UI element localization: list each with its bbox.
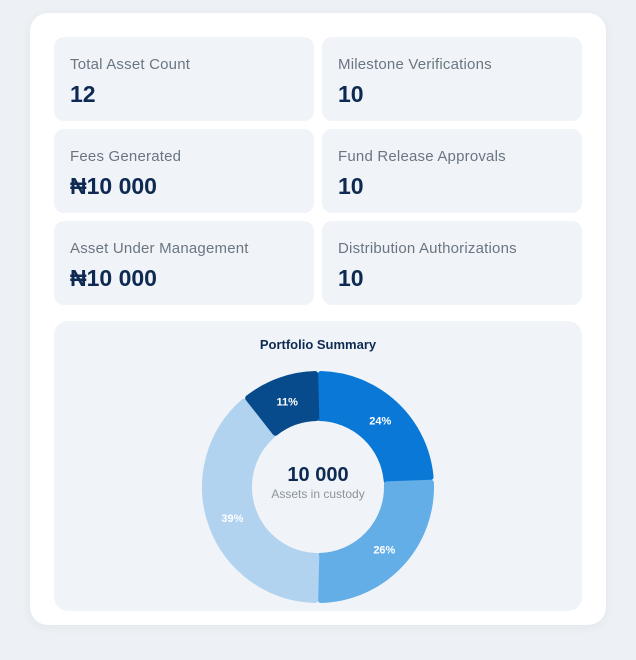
portfolio-summary-panel: Portfolio Summary 24% 26% 39% 11% 10 000 As…: [54, 321, 582, 611]
donut-slice-label: 26%: [373, 544, 395, 556]
donut-slice-label: 24%: [369, 416, 391, 428]
stat-total-asset-count: Total Asset Count 12: [54, 37, 314, 121]
stat-value: 10: [338, 81, 364, 107]
stat-asset-under-management: Asset Under Management ₦10 000: [54, 221, 314, 305]
donut-slice: [202, 398, 320, 603]
stat-value: 10: [338, 265, 364, 291]
dashboard-card: Total Asset Count 12 Milestone Verificat…: [30, 13, 606, 625]
stat-label: Total Asset Count: [70, 56, 191, 73]
donut-slice: [316, 371, 434, 484]
stat-distribution-authorizations: Distribution Authorizations 10: [322, 221, 582, 305]
donut-slice-label: 39%: [221, 513, 243, 525]
stat-label: Fund Release Approvals: [338, 148, 506, 165]
stat-label: Milestone Verifications: [338, 56, 492, 73]
donut-slice: [245, 371, 320, 436]
portfolio-summary-title: Portfolio Summary: [259, 337, 377, 352]
stat-value: 10: [338, 173, 364, 199]
stat-milestone-verifications: Milestone Verifications 10: [322, 37, 582, 121]
donut-slice-label: 11%: [276, 396, 298, 408]
donut-center-label: Assets in custody: [271, 487, 364, 501]
portfolio-donut-chart: 24% 26% 39% 11% 10 000 Assets in custody: [202, 371, 434, 603]
stat-value: ₦10 000: [70, 265, 157, 291]
donut-slice: [316, 479, 434, 603]
donut-center-value: 10 000: [287, 464, 348, 486]
stat-value: ₦10 000: [70, 173, 157, 199]
stat-label: Fees Generated: [70, 148, 182, 165]
stat-label: Distribution Authorizations: [338, 240, 517, 257]
stat-fees-generated: Fees Generated ₦10 000: [54, 129, 314, 213]
stat-label: Asset Under Management: [70, 240, 249, 257]
stat-value: 12: [70, 81, 96, 107]
stat-fund-release-approvals: Fund Release Approvals 10: [322, 129, 582, 213]
